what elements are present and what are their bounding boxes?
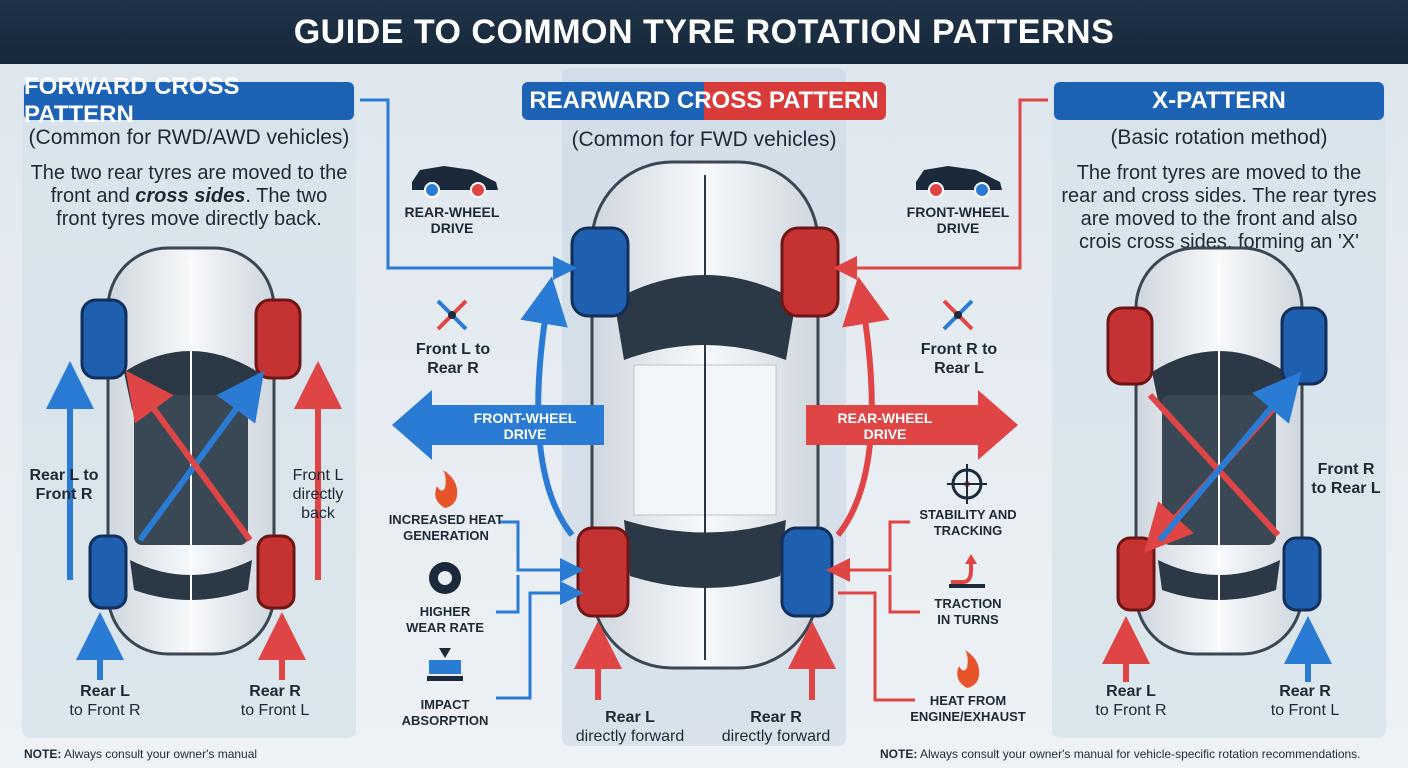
note-left: NOTE: Always consult your owner's manual bbox=[24, 747, 257, 761]
label-line: Rear L bbox=[934, 360, 984, 377]
note-text: Always consult your owner's manual bbox=[61, 747, 258, 761]
tyre-front-left bbox=[1106, 306, 1154, 386]
tyre-rear-right bbox=[256, 534, 296, 610]
callout-higher-wear: HIGHER WEAR RATE bbox=[390, 604, 500, 636]
tyre-rear-right bbox=[780, 526, 834, 618]
left-car bbox=[46, 246, 342, 680]
label-line: ABSORPTION bbox=[401, 713, 489, 728]
label-line: Rear L bbox=[1106, 683, 1156, 700]
label-line: FRONT-WHEEL bbox=[906, 204, 1010, 220]
car-icon bbox=[412, 166, 498, 198]
label-rear-l-to-front-r: Rear L to Front R bbox=[29, 467, 99, 503]
label-line: IN TURNS bbox=[937, 612, 999, 627]
label-line: Rear L bbox=[80, 683, 130, 700]
label-line: HEAT FROM bbox=[929, 693, 1007, 708]
turn-arrow-icon bbox=[949, 554, 985, 588]
label-line: directly forward bbox=[721, 728, 831, 745]
label-line: Rear R bbox=[750, 709, 802, 726]
rwd-arrow-label: REAR-WHEEL DRIVE bbox=[837, 410, 933, 442]
desc-part: . The two front tyres move directly back… bbox=[56, 185, 328, 230]
car-icon bbox=[916, 166, 1002, 198]
callout-heat-engine-exhaust: HEAT FROM ENGINE/EXHAUST bbox=[900, 693, 1036, 725]
label-line: Front L to bbox=[415, 341, 491, 358]
callout-stability-tracking: STABILITY AND TRACKING bbox=[902, 507, 1034, 539]
fwd-big-arrow bbox=[392, 390, 604, 460]
label-line: ENGINE/EXHAUST bbox=[910, 709, 1026, 724]
label-line: to Front L bbox=[240, 702, 310, 719]
right-bottom-right: Rear R to Front L bbox=[1250, 682, 1360, 720]
callout-traction-turns: TRACTION IN TURNS bbox=[912, 596, 1024, 628]
label-line: WEAR RATE bbox=[406, 620, 484, 635]
label-line: directly forward bbox=[575, 728, 685, 745]
callout-front-r-to-rear-l: Front R to Rear L bbox=[906, 340, 1012, 378]
rwd-big-arrow bbox=[806, 390, 1018, 460]
tyre-rear-right bbox=[1282, 536, 1322, 612]
callout-rear-wheel-drive: REAR-WHEEL DRIVE bbox=[392, 204, 512, 236]
right-bottom-left: Rear L to Front R bbox=[1076, 682, 1186, 720]
label-line: to Front L bbox=[1270, 702, 1340, 719]
impact-icon bbox=[427, 648, 463, 681]
left-bottom-left: Rear L to Front R bbox=[50, 682, 160, 720]
label-line: to Front R bbox=[69, 702, 141, 719]
desc-part: The two rear tyres are moved to the fron… bbox=[30, 162, 348, 207]
label-front-r-to-rear-l: Front R to Rear L bbox=[1311, 461, 1381, 497]
center-panel-subtitle: (Common for FWD vehicles) bbox=[571, 128, 837, 151]
tyre-front-left bbox=[570, 226, 630, 318]
flame-icon bbox=[435, 470, 458, 508]
label-line: DRIVE bbox=[430, 220, 474, 236]
callout-impact-absorption: IMPACT ABSORPTION bbox=[390, 697, 500, 729]
callout-front-l-to-rear-r: Front L to Rear R bbox=[400, 340, 506, 378]
label-line: GENERATION bbox=[403, 528, 489, 543]
tyre-rear-left bbox=[88, 534, 128, 610]
cross-arrows-icon bbox=[942, 299, 974, 331]
note-text: Always consult your owner's manual for v… bbox=[917, 747, 1361, 761]
label-line: Front R to bbox=[920, 341, 998, 358]
label-line: INCREASED HEAT bbox=[388, 512, 504, 527]
center-bottom-left: Rear L directly forward bbox=[562, 708, 698, 746]
label-line: Rear L bbox=[605, 709, 655, 726]
right-panel-header: X-PATTERN bbox=[1054, 82, 1384, 120]
tyre-rear-left bbox=[576, 526, 630, 618]
target-icon bbox=[947, 464, 987, 504]
label-line: Rear R bbox=[427, 360, 479, 377]
callout-increased-heat: INCREASED HEAT GENERATION bbox=[380, 512, 512, 544]
left-bottom-right: Rear R to Front L bbox=[220, 682, 330, 720]
label-line: TRACKING bbox=[933, 523, 1003, 538]
left-panel-subtitle: (Common for RWD/AWD vehicles) bbox=[28, 126, 350, 149]
label-line: Rear R bbox=[249, 683, 301, 700]
note-bold: NOTE: bbox=[880, 747, 918, 761]
center-car bbox=[360, 98, 1048, 702]
right-car bbox=[1102, 246, 1332, 682]
flame-icon bbox=[957, 650, 980, 688]
label-line: TRACTION bbox=[934, 596, 1002, 611]
tyre-front-left bbox=[80, 298, 128, 380]
center-panel-header: REARWARD CROSS PATTERN bbox=[522, 82, 886, 120]
left-panel-description: The two rear tyres are moved to the fron… bbox=[30, 162, 348, 231]
label-line: Rear R bbox=[1279, 683, 1331, 700]
center-bottom-right: Rear R directly forward bbox=[708, 708, 844, 746]
right-panel-subtitle: (Basic rotation method) bbox=[1110, 126, 1328, 149]
label-line: to Front R bbox=[1095, 702, 1167, 719]
tyre-front-right bbox=[254, 298, 302, 380]
label-line: STABILITY AND bbox=[919, 507, 1017, 522]
page-title: GUIDE TO COMMON TYRE ROTATION PATTERNS bbox=[0, 0, 1408, 64]
cross-arrows-icon bbox=[436, 299, 468, 331]
label-line: IMPACT bbox=[420, 697, 470, 712]
label-line: DRIVE bbox=[936, 220, 980, 236]
label-line: REAR-WHEEL bbox=[404, 204, 500, 220]
fwd-arrow-label: FRONT-WHEEL DRIVE bbox=[473, 410, 577, 442]
label-line: HIGHER bbox=[419, 604, 471, 619]
note-right: NOTE: Always consult your owner's manual… bbox=[880, 747, 1361, 761]
note-bold: NOTE: bbox=[24, 747, 62, 761]
tyre-front-right bbox=[1280, 306, 1328, 386]
arrow-cross-red bbox=[125, 370, 253, 542]
tyre-rear-left bbox=[1116, 536, 1156, 612]
label-front-l-directly-back: Front L directly back bbox=[292, 467, 344, 522]
tyre-icon bbox=[429, 562, 461, 594]
callout-front-wheel-drive: FRONT-WHEEL DRIVE bbox=[896, 204, 1020, 236]
tyre-front-right bbox=[780, 226, 840, 318]
desc-emphasis: cross sides bbox=[135, 185, 246, 207]
